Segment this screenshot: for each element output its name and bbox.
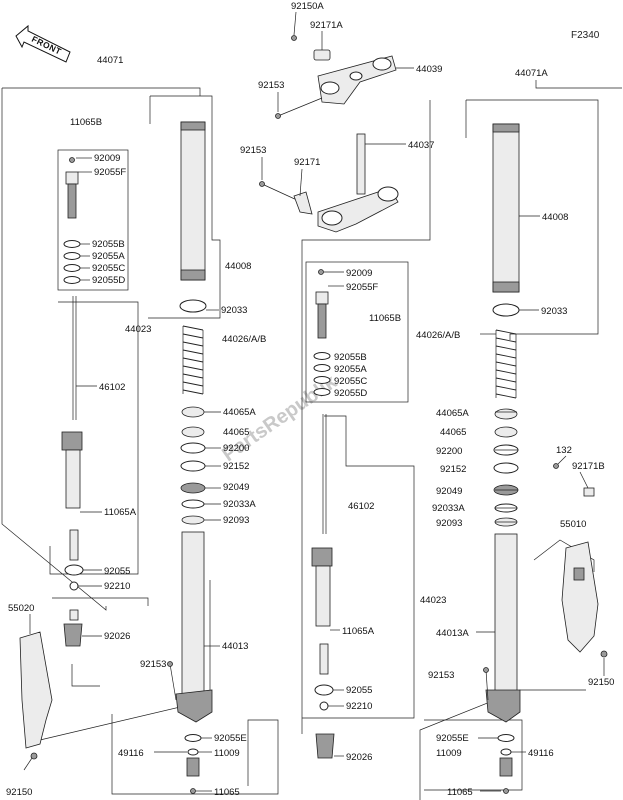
part-label[interactable]: 92210 — [104, 581, 130, 592]
part-label[interactable]: 92153 — [140, 659, 166, 670]
part-label[interactable]: 92153 — [428, 670, 454, 681]
part-label[interactable]: 11065 — [447, 787, 473, 798]
part-label[interactable]: 92026 — [346, 752, 372, 763]
part-number-labels: 92150A 92171A 44039 92153 44037 92153 92… — [6, 1, 614, 798]
part-label[interactable]: 92152 — [440, 464, 466, 475]
part-label[interactable]: 11009 — [214, 748, 240, 759]
part-label[interactable]: 11065B — [369, 313, 401, 324]
part-label[interactable]: 49116 — [118, 748, 144, 759]
part-label[interactable]: 92026 — [104, 631, 130, 642]
leader-lines — [23, 11, 605, 792]
part-label[interactable]: 92055D — [92, 275, 125, 286]
part-label[interactable]: 92200 — [223, 443, 249, 454]
part-label[interactable]: 44071 — [97, 55, 123, 66]
outer-tube-left — [180, 121, 206, 281]
part-label[interactable]: 92055B — [334, 352, 367, 363]
fork-guard-right — [553, 463, 608, 658]
part-label[interactable]: 44026/A/B — [416, 330, 460, 341]
seal-92033-right — [492, 303, 520, 317]
part-label[interactable]: 44039 — [416, 64, 442, 75]
part-label[interactable]: 92055E — [214, 733, 247, 744]
part-label[interactable]: 55020 — [8, 603, 34, 614]
part-label[interactable]: 44008 — [225, 261, 251, 272]
upper-triple-clamp — [275, 35, 397, 119]
part-label[interactable]: 44065 — [223, 427, 249, 438]
part-label[interactable]: 44026/A/B — [222, 334, 266, 345]
cartridge-left — [61, 157, 84, 647]
part-label[interactable]: 92152 — [223, 461, 249, 472]
cartridge-sub-box-left — [57, 149, 129, 291]
part-label[interactable]: 55010 — [560, 519, 586, 530]
part-label[interactable]: 44023 — [125, 324, 151, 335]
part-label[interactable]: 92150A — [291, 1, 324, 12]
part-label[interactable]: 44008 — [542, 212, 568, 223]
cartridge-right — [311, 269, 335, 759]
part-label[interactable]: 92055A — [92, 251, 125, 262]
part-label[interactable]: 92055C — [334, 376, 367, 387]
part-label[interactable]: 92171B — [572, 461, 605, 472]
part-label[interactable]: 92150 — [6, 787, 32, 798]
part-label[interactable]: 92049 — [223, 482, 249, 493]
part-label[interactable]: 92033A — [223, 499, 256, 510]
fork-spring-left — [182, 325, 204, 395]
part-label[interactable]: 92055F — [346, 282, 378, 293]
part-label[interactable]: 92055A — [334, 364, 367, 375]
inner-tube-right — [483, 533, 521, 723]
cartridge-sub-box-right — [305, 261, 409, 403]
part-label[interactable]: 92055 — [346, 685, 372, 696]
part-label[interactable]: 44071A — [515, 68, 548, 79]
part-label[interactable]: 92093 — [223, 515, 249, 526]
part-label[interactable]: 92055F — [94, 167, 126, 178]
part-label[interactable]: 92055D — [334, 388, 367, 399]
front-arrow-icon: FRONT — [15, 24, 71, 63]
part-label[interactable]: 11065B — [70, 117, 102, 128]
part-label[interactable]: 92055E — [436, 733, 469, 744]
part-label[interactable]: 132 — [556, 445, 572, 456]
part-label[interactable]: 92093 — [436, 518, 462, 529]
figure-code: F2340 — [571, 30, 600, 41]
part-label[interactable]: 92171A — [310, 20, 343, 31]
part-label[interactable]: 92210 — [346, 701, 372, 712]
inner-tube-left — [167, 531, 213, 723]
part-label[interactable]: 92049 — [436, 486, 462, 497]
part-label[interactable]: 92033 — [541, 306, 567, 317]
part-label[interactable]: 92009 — [94, 153, 120, 164]
part-label[interactable]: 46102 — [348, 501, 374, 512]
part-label[interactable]: 92055B — [92, 239, 125, 250]
part-label[interactable]: 92033 — [221, 305, 247, 316]
fork-spring-right — [495, 329, 517, 399]
part-label[interactable]: 49116 — [528, 748, 554, 759]
part-label[interactable]: 11065A — [104, 507, 137, 518]
part-label[interactable]: 44065A — [223, 407, 256, 418]
part-label[interactable]: 92009 — [346, 268, 372, 279]
seal-92033-left — [179, 299, 207, 313]
part-label[interactable]: 92153 — [240, 145, 266, 156]
part-label[interactable]: 44023 — [420, 595, 446, 606]
part-label[interactable]: 92171 — [294, 157, 320, 168]
lower-triple-clamp-steering-stem — [259, 133, 399, 233]
part-label[interactable]: 46102 — [99, 382, 125, 393]
part-label[interactable]: 92055 — [104, 566, 130, 577]
part-label[interactable]: 11065 — [214, 787, 240, 798]
part-label[interactable]: 92153 — [258, 80, 284, 91]
part-label[interactable]: 11065A — [342, 626, 375, 637]
part-label[interactable]: 92150 — [588, 677, 614, 688]
part-label[interactable]: 44065 — [440, 427, 466, 438]
collar-44065a-left — [181, 406, 205, 418]
outer-tube-right — [492, 123, 520, 293]
part-label[interactable]: 44013 — [222, 641, 248, 652]
part-label[interactable]: 44013A — [436, 628, 469, 639]
fork-guard-left — [19, 631, 53, 760]
part-label[interactable]: 92055C — [92, 263, 125, 274]
part-label[interactable]: 44065A — [436, 408, 469, 419]
part-label[interactable]: 92033A — [432, 503, 465, 514]
part-label[interactable]: 44037 — [408, 140, 434, 151]
part-label[interactable]: 11009 — [436, 748, 462, 759]
part-label[interactable]: 92200 — [436, 446, 462, 457]
compression-spring-left — [186, 757, 200, 777]
